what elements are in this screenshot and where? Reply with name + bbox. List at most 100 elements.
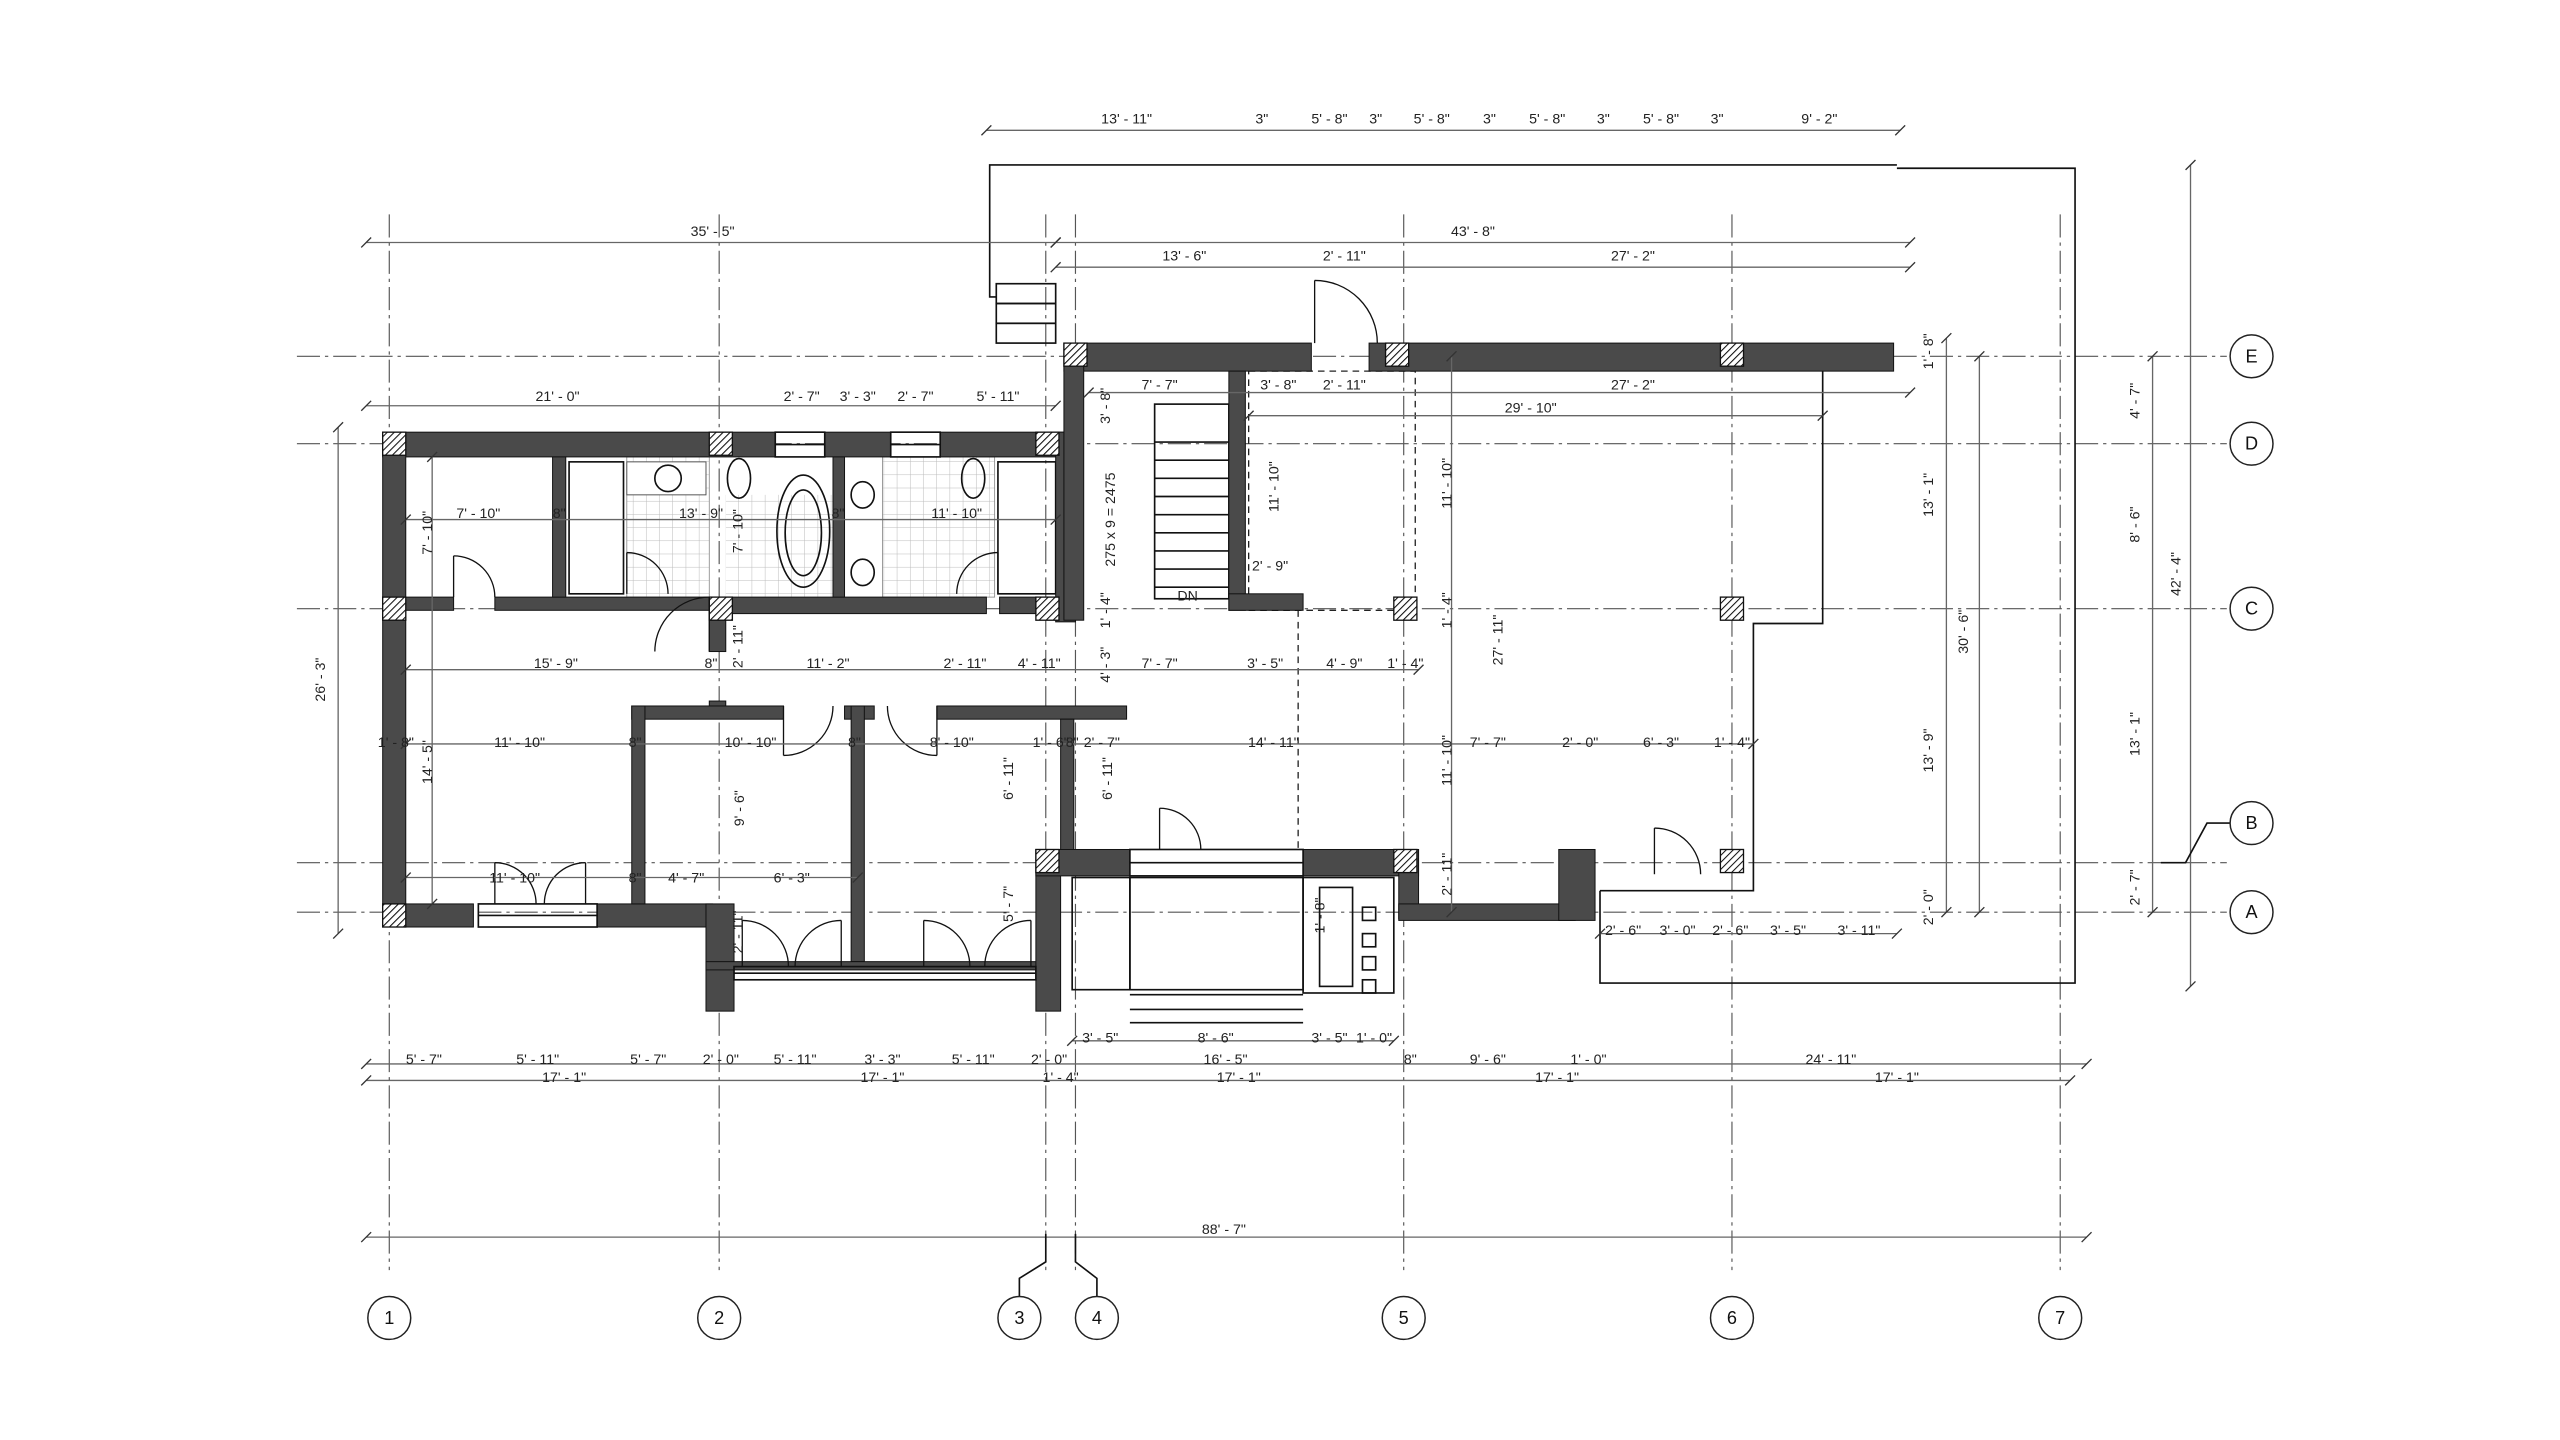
dimension-label-vertical: 1' - 8" — [1921, 333, 1937, 369]
dimension-label-vertical: 2' - 11" — [1440, 853, 1456, 896]
dimension-label: 17' - 1" — [1217, 1070, 1261, 1086]
dimension-label-vertical: 13' - 1" — [1921, 473, 1937, 517]
dimension-label: 5' - 8" — [1529, 112, 1565, 128]
dimension-label: 2' - 0" — [1562, 735, 1598, 751]
grid-bubble-row — [2229, 889, 2274, 935]
dimension-label-vertical: 1' - 4" — [1440, 592, 1456, 628]
dimension-label: 2' - 0" — [1031, 1052, 1067, 1068]
dimension-label: 2' - 6" — [1605, 923, 1641, 939]
dimension-label: 1' - 0" — [1570, 1052, 1606, 1068]
dimension-label-vertical: 1' - 4" — [1098, 592, 1114, 628]
grid-bubble-column — [1381, 1295, 1426, 1341]
column — [1719, 848, 1745, 874]
grid-bubble-column — [997, 1295, 1042, 1341]
dimension-label: 17' - 1" — [1535, 1070, 1579, 1086]
dimension-label: 8' - 6" — [1198, 1030, 1234, 1046]
dimension-label: 17' - 1" — [860, 1070, 904, 1086]
dimension-label: 2' - 9" — [1252, 559, 1288, 575]
dimension-label-vertical: 11' - 10" — [1440, 735, 1456, 786]
dimension-label: 8' - 10" — [930, 735, 974, 751]
outline-lines — [568, 164, 2076, 1024]
dimension-label: 2' - 11" — [943, 656, 986, 672]
dimension-label: 5' - 8" — [1643, 112, 1679, 128]
dimension-label: 2' - 11" — [1323, 377, 1366, 393]
dimension-label: 9' - 6" — [1470, 1052, 1506, 1068]
dimension-label: 5' - 11" — [952, 1052, 995, 1068]
dimension-label-vertical: 42' - 4" — [2169, 552, 2185, 596]
dimension-label-vertical: 11' - 10" — [1266, 461, 1282, 512]
dimension-label: 5' - 7" — [630, 1052, 666, 1068]
dimension-label: 9' - 2" — [1801, 112, 1837, 128]
column — [1719, 596, 1745, 621]
grid-row-label: B — [2245, 813, 2257, 833]
dimension-label-vertical: 1' - 8" — [1313, 897, 1329, 933]
grid-column-label: 4 — [1092, 1308, 1102, 1328]
dimension-label: 7' - 7" — [1470, 735, 1506, 751]
dimension-label: 3' - 11" — [1838, 923, 1881, 939]
grid-column-label: 5 — [1399, 1308, 1409, 1328]
dimension-label-vertical: 11' - 10" — [1440, 458, 1456, 509]
dimension-label: 6' - 3" — [774, 870, 810, 886]
dimension-label: 13' - 11" — [1101, 112, 1152, 128]
dimension-label: 3' - 5" — [1247, 656, 1283, 672]
dimension-label: 5' - 11" — [774, 1052, 817, 1068]
dimension-label: 88' - 7" — [1202, 1222, 1246, 1238]
grid-column-label: 3 — [1014, 1308, 1024, 1328]
grid-column-label: 6 — [1727, 1308, 1737, 1328]
dimension-label: 8" — [704, 656, 717, 672]
dimension-label: 6' - 3" — [1643, 735, 1679, 751]
grid-bubble-column — [2038, 1295, 2083, 1341]
dimension-label: 3" — [1255, 112, 1268, 128]
dimension-label: 8" — [848, 735, 861, 751]
grid-bubble-column — [1709, 1295, 1755, 1341]
grid-row-label: D — [2245, 434, 2258, 454]
dimension-label: 8" — [553, 506, 566, 522]
dimension-label: 7' - 10" — [456, 506, 500, 522]
dimension-label-vertical: 8' - 6" — [2127, 506, 2143, 542]
dimension-label: 2' - 11" — [1323, 249, 1366, 265]
dimension-label: 15' - 9" — [534, 656, 578, 672]
dimension-label: 3" — [1711, 112, 1724, 128]
grid-column-label: 7 — [2055, 1308, 2065, 1328]
dimension-label: 1' - 6" — [1033, 735, 1069, 751]
dimension-label: 1' - 8" — [378, 735, 414, 751]
dimension-label: 43' - 8" — [1451, 224, 1495, 240]
dimension-label: 3' - 3" — [864, 1052, 900, 1068]
dimension-label: 1' - 4" — [1714, 735, 1750, 751]
dimension-label: 10' - 10" — [725, 735, 777, 751]
column — [1035, 431, 1060, 456]
grid-bubble-row — [2229, 586, 2274, 631]
grid-row-label: C — [2245, 599, 2258, 619]
dimension-label: 3" — [1369, 112, 1382, 128]
grid-row-label: E — [2245, 346, 2257, 366]
dimension-label: 7' - 7" — [1142, 656, 1178, 672]
column — [382, 903, 407, 928]
column — [1393, 596, 1418, 621]
column — [1035, 848, 1060, 874]
dimension-label: 3" — [1483, 112, 1496, 128]
dimension-label: 8" — [629, 870, 642, 886]
dimension-label: 4' - 7" — [668, 870, 704, 886]
dimension-label: 7' - 7" — [1142, 377, 1178, 393]
grid-column-label: 2 — [714, 1308, 724, 1328]
grid-bubble-column — [696, 1295, 742, 1341]
dimension-label: 27' - 2" — [1611, 377, 1655, 393]
dimension-label: 8" — [629, 735, 642, 751]
dimension-label-vertical: 30' - 6" — [1956, 610, 1972, 654]
dimension-label: 27' - 2" — [1611, 249, 1655, 265]
dimension-label: 4' - 11" — [1018, 656, 1061, 672]
dimension-label-vertical: 3' - 8" — [1098, 388, 1114, 424]
dimension-label: 35' - 5" — [691, 224, 735, 240]
dimension-label: 5' - 11" — [976, 389, 1019, 405]
dimension-label: 11' - 2" — [807, 656, 850, 672]
grid-bubble-column — [1074, 1295, 1120, 1341]
dimension-label: 5' - 8" — [1414, 112, 1450, 128]
dimension-label: 5' - 7" — [406, 1052, 442, 1068]
dimension-label: 3' - 0" — [1659, 923, 1695, 939]
dimension-label: 3' - 8" — [1260, 377, 1296, 393]
dimension-label-vertical: 2' - 7" — [2127, 869, 2143, 905]
dimension-label: 8" — [831, 506, 844, 522]
column — [708, 431, 734, 456]
